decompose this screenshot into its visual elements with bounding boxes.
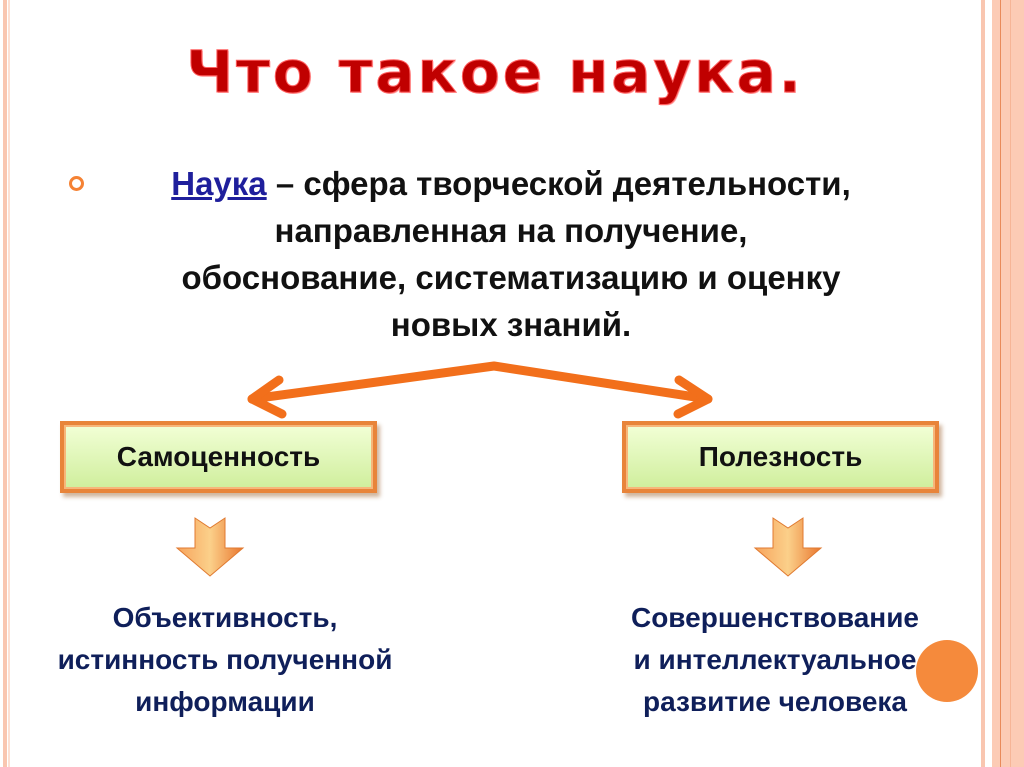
- right-border-stripe: [981, 0, 985, 767]
- bullet-ring-icon: [69, 176, 84, 191]
- definition-text: Наука – сфера творческой деятельности, н…: [96, 160, 926, 348]
- box-self-value: Самоценность: [60, 421, 377, 493]
- result-usefulness: Совершенствование и интеллектуальное раз…: [630, 602, 919, 717]
- result-self-value: Объективность, истинность полученной инф…: [57, 602, 393, 717]
- decorative-dot-icon: [916, 640, 978, 702]
- definition-line-3: обоснование, систематизацию и оценку: [181, 259, 841, 296]
- box-usefulness: Полезность: [622, 421, 939, 493]
- down-arrow-icon: [175, 517, 245, 577]
- right-border-line-2: [1010, 0, 1011, 767]
- slide-title: Что такое наука.: [186, 38, 804, 107]
- box-self-value-label: Самоценность: [116, 441, 321, 472]
- right-border-line: [1000, 0, 1001, 767]
- left-border-stripe-inner: [8, 0, 10, 767]
- definition-line-1: Наука – сфера творческой деятельности,: [171, 165, 851, 202]
- right-border-band: [992, 0, 1024, 767]
- left-border-stripe: [3, 0, 7, 767]
- term-link[interactable]: Наука: [171, 165, 267, 202]
- definition-line-4: новых знаний.: [390, 306, 632, 343]
- definition-line-2: направленная на получение,: [274, 212, 748, 249]
- box-usefulness-label: Полезность: [698, 441, 863, 472]
- down-arrow-icon: [753, 517, 823, 577]
